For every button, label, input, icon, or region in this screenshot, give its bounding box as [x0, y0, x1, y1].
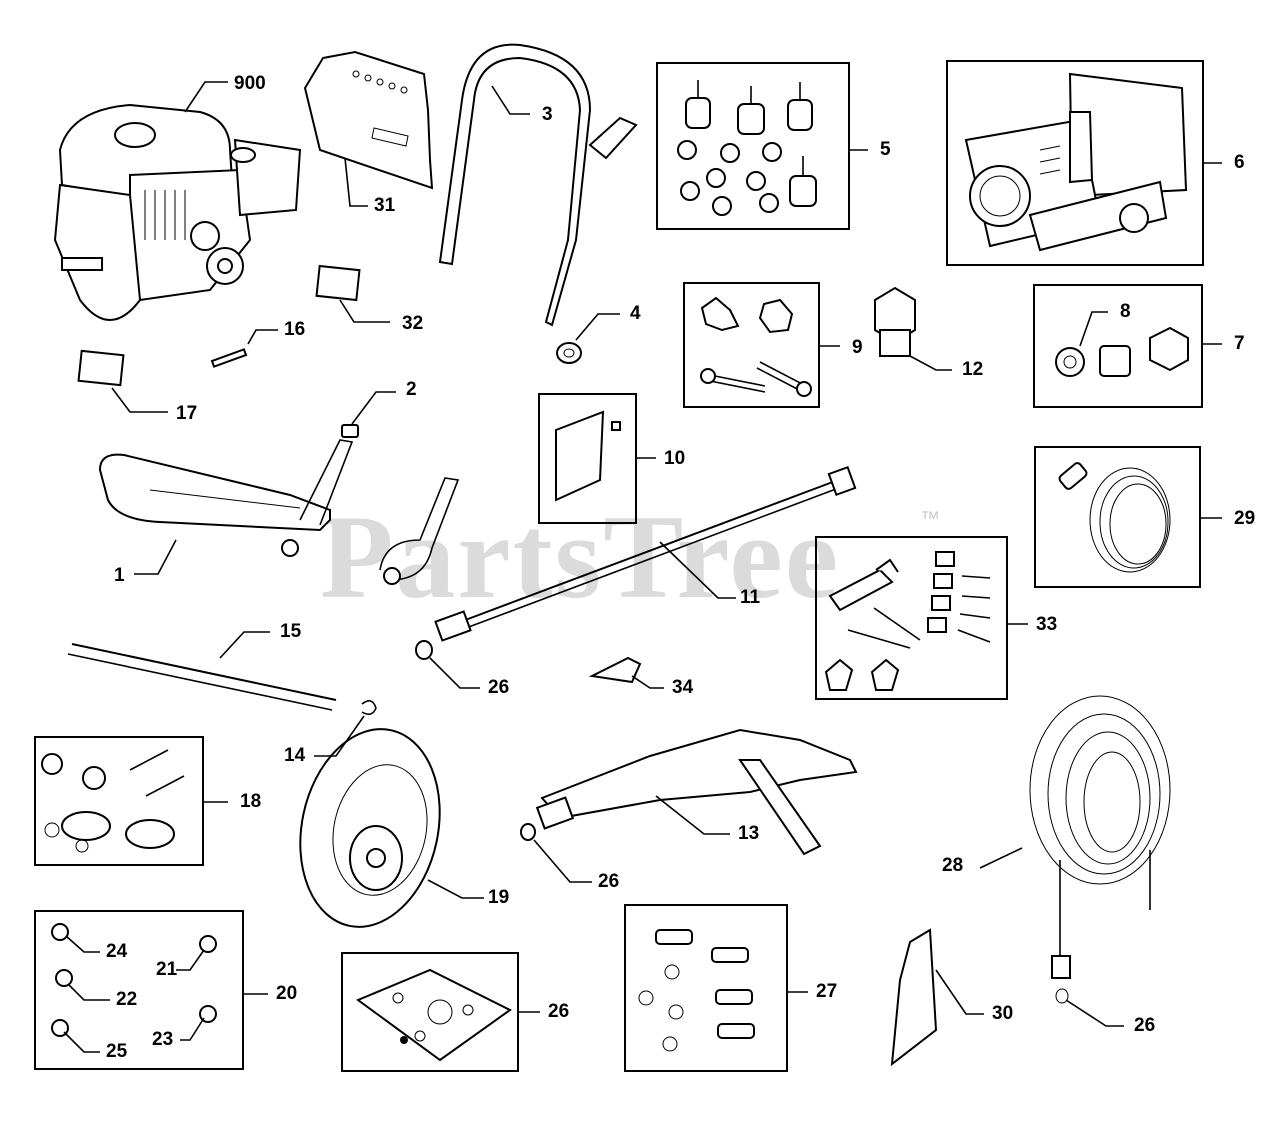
- label-17-drawing: [77, 349, 125, 387]
- part-number-15: 15: [280, 621, 302, 642]
- part-number-17: 17: [176, 403, 198, 424]
- part-number-5: 5: [880, 139, 891, 160]
- part-number-20: 20: [276, 983, 298, 1004]
- box-part-29: [1034, 446, 1201, 588]
- part-number-30: 30: [992, 1003, 1014, 1024]
- part-number-7: 7: [1234, 333, 1245, 354]
- box-part-26-sheet: [341, 952, 519, 1072]
- part-number-25: 25: [106, 1041, 128, 1062]
- parts-7-drawing: [1055, 326, 1189, 377]
- part-number-33: 33: [1036, 614, 1058, 635]
- part-number-16: 16: [284, 319, 306, 340]
- box-part-5: [656, 62, 850, 230]
- control-panel-drawing: [303, 50, 434, 190]
- part-number-28: 28: [942, 855, 964, 876]
- part-number-21: 21: [156, 959, 178, 980]
- frame-1-drawing: [98, 439, 460, 585]
- lance-11-drawing: [415, 465, 857, 660]
- part-number-23: 23: [152, 1029, 174, 1050]
- gun-13-drawing: [520, 728, 858, 856]
- screws-27-drawing: [638, 929, 755, 1052]
- axle-15-drawing: [67, 643, 337, 711]
- box-part-33: [815, 536, 1008, 700]
- part-number-24: 24: [106, 941, 128, 962]
- box-part-9: [683, 282, 820, 408]
- bottle-30-drawing: [890, 928, 938, 1067]
- decal-10-drawing: [555, 410, 621, 502]
- part-number-22: 22: [116, 989, 138, 1010]
- part-number-19: 19: [488, 887, 510, 908]
- box-part-27: [624, 904, 788, 1072]
- hose-29-drawing: [1058, 462, 1171, 573]
- hose-28-drawing: [1029, 695, 1171, 1004]
- part-number-13: 13: [738, 823, 760, 844]
- clip-14-drawing: [361, 700, 377, 716]
- part-number-32: 32: [402, 313, 424, 334]
- screws-20-drawing: [51, 923, 217, 1037]
- part-number-18: 18: [240, 791, 262, 812]
- part-number-27: 27: [816, 981, 838, 1002]
- pump-6-drawing: [964, 72, 1188, 252]
- gasket-sheet-26-drawing: [355, 968, 512, 1062]
- coupler-12-drawing: [874, 286, 916, 357]
- part-number-9: 9: [852, 337, 863, 358]
- part-number-3: 3: [542, 104, 553, 125]
- part-number-6: 6: [1234, 152, 1245, 173]
- handle-drawing: [438, 43, 638, 327]
- part-number-8: 8: [1120, 301, 1131, 322]
- wheel-19-drawing: [299, 728, 441, 928]
- label-32-drawing: [315, 264, 361, 302]
- part-number-2: 2: [406, 379, 417, 400]
- box-part-20: [34, 910, 244, 1070]
- parts-9-drawing: [700, 296, 812, 397]
- part-number-31: 31: [374, 195, 396, 216]
- part-number-900: 900: [234, 73, 266, 94]
- part-number-1: 1: [114, 565, 125, 586]
- part-number-14: 14: [284, 745, 306, 766]
- nozzle-34-drawing: [588, 656, 642, 684]
- box-part-7: [1033, 284, 1203, 408]
- pin-16-drawing: [210, 348, 248, 368]
- part-number-26-gun: 26: [598, 871, 620, 892]
- part-number-12: 12: [962, 359, 984, 380]
- part-number-29: 29: [1234, 508, 1256, 529]
- leader-lines: [63, 81, 1222, 1053]
- part-number-26-lance: 26: [488, 677, 510, 698]
- parts-5-drawing: [677, 80, 817, 216]
- part-number-26-sheet: 26: [548, 1001, 570, 1022]
- part-number-4: 4: [630, 303, 641, 324]
- box-part-6: [946, 60, 1204, 266]
- part-number-26-hose: 26: [1134, 1015, 1156, 1036]
- bushing-4-drawing: [556, 342, 582, 364]
- box-part-18: [34, 736, 204, 866]
- part-number-11: 11: [740, 587, 761, 608]
- parts-18-drawing: [41, 749, 185, 853]
- part-number-34: 34: [672, 677, 694, 698]
- box-part-10: [538, 393, 637, 524]
- engine-drawing: [53, 103, 302, 321]
- part-number-10: 10: [664, 448, 686, 469]
- plug-2-drawing: [341, 424, 359, 438]
- parts-33-drawing: [824, 551, 991, 691]
